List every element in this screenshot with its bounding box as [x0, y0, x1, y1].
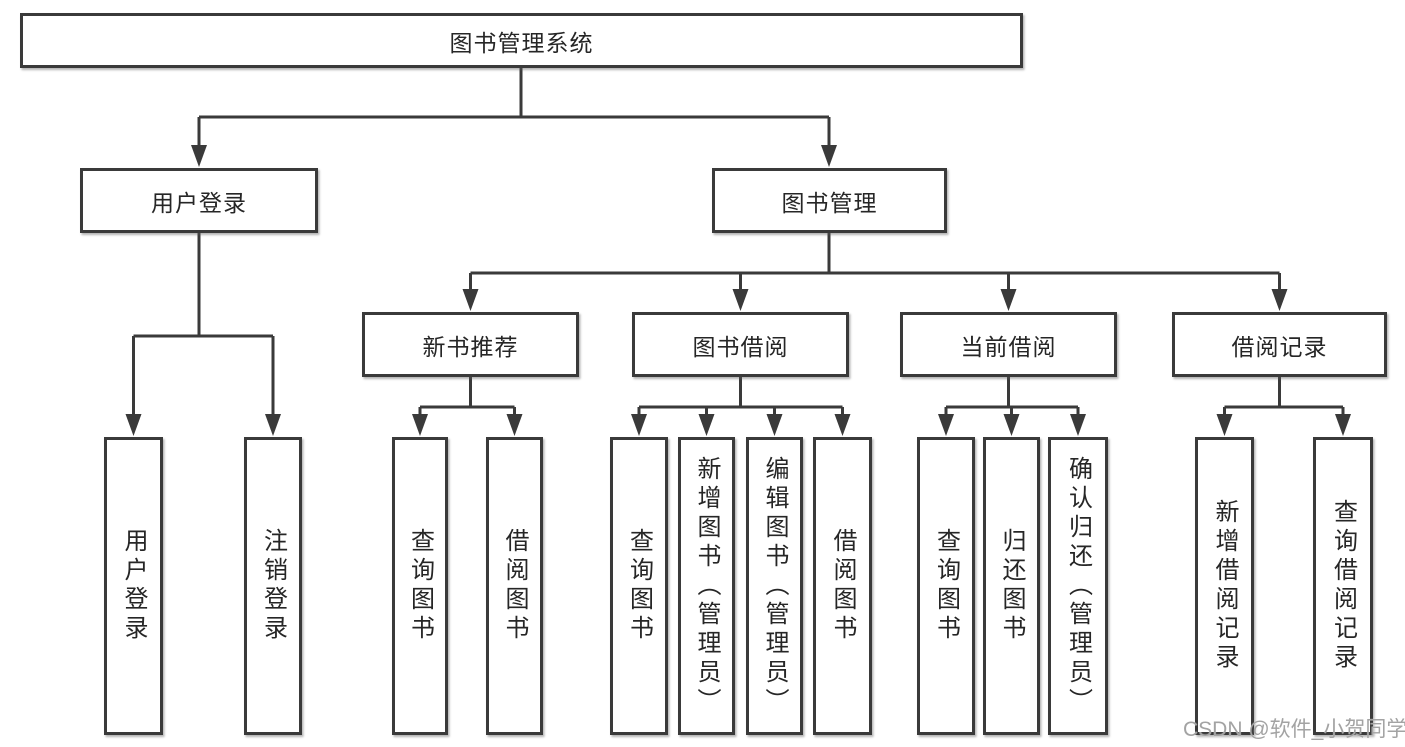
node-new-book-rec: 新书推荐 [362, 312, 579, 377]
node-new-book-rec-label: 新书推荐 [422, 333, 519, 360]
node-borrow-records-label: 借阅记录 [1231, 333, 1328, 360]
node-leaf-search-book-3: 查询图书 [917, 437, 975, 735]
node-leaf-borrow-book-2-label: 借阅图书 [829, 528, 856, 644]
node-leaf-user-login-label: 用户登录 [120, 528, 147, 644]
node-root: 图书管理系统 [20, 13, 1023, 68]
node-leaf-add-record-label: 新增借阅记录 [1211, 499, 1238, 673]
node-root-label: 图书管理系统 [449, 29, 594, 56]
node-leaf-search-record: 查询借阅记录 [1313, 437, 1373, 735]
node-user-login-label: 用户登录 [151, 189, 247, 216]
node-leaf-confirm-return-label: 确认归还（管理员） [1064, 455, 1092, 717]
watermark-text: CSDN @软件_小贺同学 [1183, 718, 1405, 741]
node-leaf-borrow-book-1-label: 借阅图书 [501, 528, 528, 644]
node-leaf-return-book-label: 归还图书 [998, 528, 1025, 644]
node-book-mgmt-label: 图书管理 [781, 189, 878, 216]
node-leaf-return-book: 归还图书 [983, 437, 1040, 735]
node-leaf-search-book-2-label: 查询图书 [625, 528, 653, 644]
node-leaf-edit-book: 编辑图书（管理员） [746, 437, 803, 735]
node-current-borrow-label: 当前借阅 [960, 333, 1057, 360]
node-leaf-user-login: 用户登录 [104, 437, 163, 735]
node-leaf-search-book-1-label: 查询图书 [406, 528, 434, 644]
node-leaf-search-record-label: 查询借阅记录 [1329, 499, 1357, 673]
node-current-borrow: 当前借阅 [900, 312, 1117, 377]
node-book-mgmt: 图书管理 [712, 168, 947, 233]
node-leaf-confirm-return: 确认归还（管理员） [1048, 437, 1108, 735]
node-leaf-search-book-1: 查询图书 [392, 437, 448, 735]
node-borrow-records: 借阅记录 [1172, 312, 1387, 377]
node-leaf-edit-book-label: 编辑图书（管理员） [761, 455, 788, 717]
node-leaf-borrow-book-1: 借阅图书 [486, 437, 543, 735]
node-user-login: 用户登录 [80, 168, 318, 233]
node-leaf-add-book-label: 新增图书（管理员） [693, 455, 720, 717]
node-leaf-add-record: 新增借阅记录 [1195, 437, 1254, 735]
arrowheads [125, 145, 1351, 436]
node-book-borrow: 图书借阅 [632, 312, 849, 377]
node-book-borrow-label: 图书借阅 [692, 333, 789, 360]
node-leaf-search-book-2: 查询图书 [610, 437, 668, 735]
node-leaf-borrow-book-2: 借阅图书 [813, 437, 872, 735]
node-leaf-search-book-3-label: 查询图书 [932, 528, 960, 644]
node-leaf-logout: 注销登录 [244, 437, 302, 735]
node-leaf-logout-label: 注销登录 [259, 528, 287, 644]
node-leaf-add-book: 新增图书（管理员） [678, 437, 735, 735]
